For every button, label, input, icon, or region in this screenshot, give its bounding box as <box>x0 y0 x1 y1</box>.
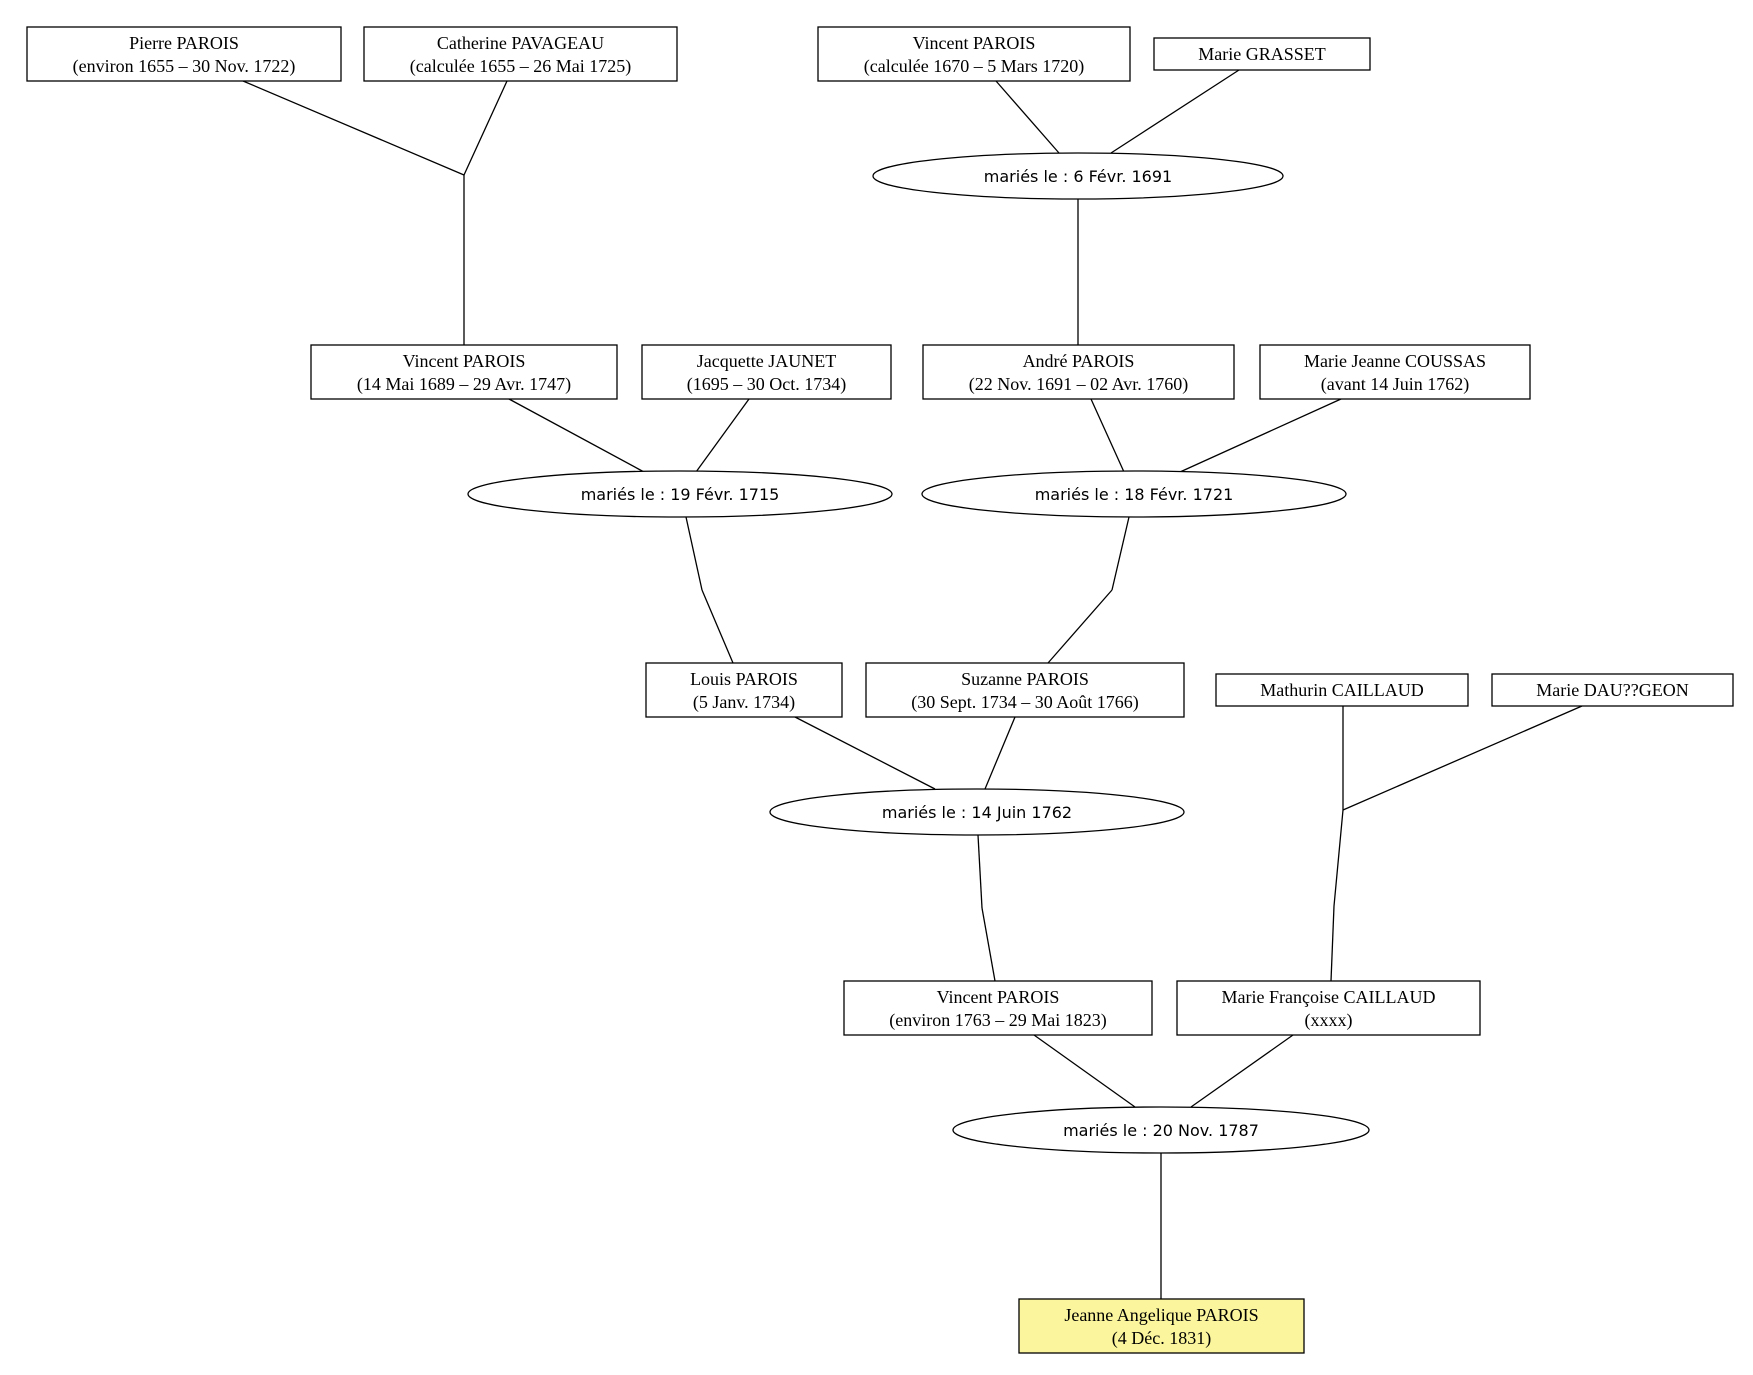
marriage-node: mariés le : 14 Juin 1762 <box>769 788 1185 836</box>
person-dates: (xxxx) <box>1305 1010 1353 1031</box>
person-dates: (calculée 1655 – 26 Mai 1725) <box>410 56 631 77</box>
person-node: Jeanne Angelique PAROIS (4 Déc. 1831) <box>1018 1298 1305 1354</box>
connector-line <box>1090 398 1125 473</box>
person-dates: (environ 1655 – 30 Nov. 1722) <box>73 56 296 77</box>
connector-line <box>1342 705 1583 811</box>
connector-line <box>1111 516 1130 591</box>
person-dates: (30 Sept. 1734 – 30 Août 1766) <box>911 692 1139 713</box>
marriage-ellipse <box>921 470 1347 518</box>
tree-links <box>242 69 1583 1299</box>
marriage-ellipse <box>467 470 893 518</box>
person-box <box>922 344 1235 400</box>
marriage-date-label: mariés le : 20 Nov. 1787 <box>1063 1121 1259 1140</box>
marriage-nodes: mariés le : 6 Févr. 1691 mariés le : 19 F… <box>467 152 1370 1154</box>
connector-line <box>1033 1034 1136 1108</box>
person-name: Catherine PAVAGEAU <box>437 33 604 53</box>
person-box <box>843 980 1153 1036</box>
person-box <box>310 344 618 400</box>
person-node: Vincent PAROIS (calculée 1670 – 5 Mars 17… <box>817 26 1131 82</box>
marriage-date-label: mariés le : 19 Févr. 1715 <box>581 485 780 504</box>
person-node: André PAROIS (22 Nov. 1691 – 02 Avr. 1760… <box>922 344 1235 400</box>
person-box <box>1491 673 1734 707</box>
connector-line <box>981 907 996 982</box>
marriage-node: mariés le : 19 Févr. 1715 <box>467 470 893 518</box>
marriage-node: mariés le : 20 Nov. 1787 <box>952 1106 1370 1154</box>
person-node: Vincent PAROIS (14 Mai 1689 – 29 Avr. 174… <box>310 344 618 400</box>
marriage-node: mariés le : 6 Févr. 1691 <box>872 152 1284 200</box>
person-node: Marie Jeanne COUSSAS (avant 14 Juin 1762) <box>1259 344 1531 400</box>
person-node: Louis PAROIS (5 Janv. 1734) <box>645 662 843 718</box>
person-name: Marie Françoise CAILLAUD <box>1222 987 1436 1007</box>
person-box <box>1176 980 1481 1036</box>
person-node: Marie GRASSET <box>1153 37 1371 71</box>
person-dates: (5 Janv. 1734) <box>693 692 795 713</box>
person-name: Vincent PAROIS <box>937 987 1060 1007</box>
person-name: Pierre PAROIS <box>129 33 239 53</box>
person-dates: (environ 1763 – 29 Mai 1823) <box>889 1010 1106 1031</box>
connector-line <box>977 834 983 909</box>
connector-line <box>1333 809 1344 907</box>
person-name: Jacquette JAUNET <box>697 351 836 371</box>
connector-line <box>995 80 1060 154</box>
marriage-date-label: mariés le : 6 Févr. 1691 <box>984 167 1172 186</box>
marriage-date-label: mariés le : 14 Juin 1762 <box>882 803 1072 822</box>
person-dates: (14 Mai 1689 – 29 Avr. 1747) <box>357 374 571 395</box>
person-dates: (22 Nov. 1691 – 02 Avr. 1760) <box>969 374 1189 395</box>
connector-line <box>242 80 465 176</box>
person-box <box>645 662 843 718</box>
connector-line <box>794 716 936 790</box>
person-box <box>1153 37 1371 71</box>
marriage-ellipse <box>769 788 1185 836</box>
person-dates: (1695 – 30 Oct. 1734) <box>687 374 846 395</box>
person-name: Louis PAROIS <box>690 669 798 689</box>
person-node: Pierre PAROIS (environ 1655 – 30 Nov. 172… <box>26 26 342 82</box>
person-node: Mathurin CAILLAUD <box>1215 673 1469 707</box>
person-name: Marie Jeanne COUSSAS <box>1304 351 1486 371</box>
marriage-node: mariés le : 18 Févr. 1721 <box>921 470 1347 518</box>
person-name: Vincent PAROIS <box>913 33 1036 53</box>
person-dates: (avant 14 Juin 1762) <box>1321 374 1469 395</box>
person-node: Marie DAU??GEON <box>1491 673 1734 707</box>
person-name: Marie GRASSET <box>1198 44 1326 64</box>
person-box <box>26 26 342 82</box>
person-name: Mathurin CAILLAUD <box>1260 680 1423 700</box>
connector-line <box>1110 69 1240 154</box>
connector-line <box>463 80 508 176</box>
person-box <box>641 344 892 400</box>
connector-line <box>695 398 750 473</box>
person-node: Catherine PAVAGEAU (calculée 1655 – 26 Ma… <box>363 26 678 82</box>
marriage-ellipse <box>952 1106 1370 1154</box>
person-node: Marie Françoise CAILLAUD (xxxx) <box>1176 980 1481 1036</box>
connector-line <box>1047 589 1113 664</box>
person-node: Jacquette JAUNET (1695 – 30 Oct. 1734) <box>641 344 892 400</box>
person-box <box>363 26 678 82</box>
person-box <box>1018 1298 1305 1354</box>
connector-line <box>984 716 1016 790</box>
person-name: Jeanne Angelique PAROIS <box>1064 1305 1258 1325</box>
person-box <box>865 662 1185 718</box>
person-name: Marie DAU??GEON <box>1536 680 1688 700</box>
connector-line <box>1190 1034 1294 1108</box>
person-node: Vincent PAROIS (environ 1763 – 29 Mai 182… <box>843 980 1153 1036</box>
person-nodes: Pierre PAROIS (environ 1655 – 30 Nov. 172… <box>26 26 1734 1354</box>
person-name: André PAROIS <box>1023 351 1135 371</box>
marriage-date-label: mariés le : 18 Févr. 1721 <box>1035 485 1234 504</box>
connector-line <box>508 398 645 473</box>
person-name: Vincent PAROIS <box>403 351 526 371</box>
person-box <box>817 26 1131 82</box>
connector-line <box>685 516 703 591</box>
person-dates: (4 Déc. 1831) <box>1112 1328 1211 1349</box>
marriage-ellipse <box>872 152 1284 200</box>
connector-line <box>1330 905 1335 982</box>
person-name: Suzanne PAROIS <box>961 669 1089 689</box>
connector-line <box>1179 398 1342 473</box>
person-dates: (calculée 1670 – 5 Mars 1720) <box>864 56 1084 77</box>
connector-line <box>701 589 734 664</box>
person-box <box>1259 344 1531 400</box>
person-node: Suzanne PAROIS (30 Sept. 1734 – 30 Août 1… <box>865 662 1185 718</box>
person-box <box>1215 673 1469 707</box>
